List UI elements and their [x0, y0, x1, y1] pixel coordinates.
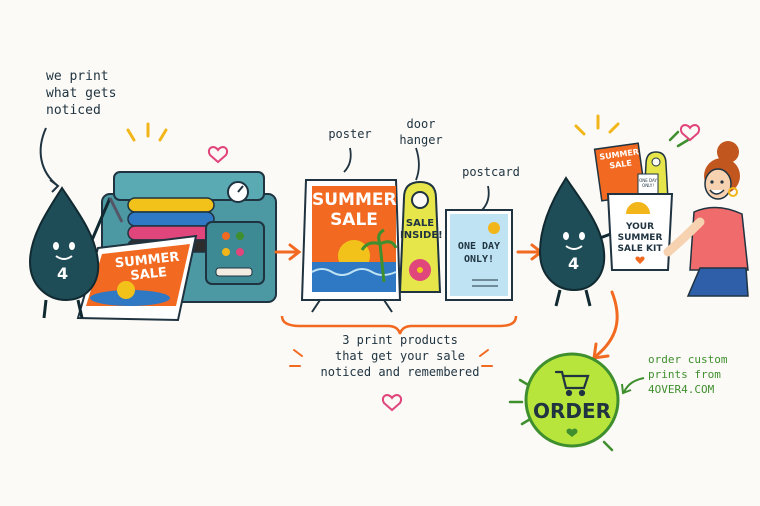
order-note: order custom prints from 4OVER4.COM	[648, 353, 728, 396]
mascot-drop-left	[28, 186, 124, 319]
postcard-label: postcard	[462, 165, 520, 179]
palm-icon	[360, 228, 398, 283]
flow-arrow	[516, 243, 544, 261]
cart-icon	[554, 370, 590, 397]
postcard-product	[445, 209, 513, 301]
kit-mini-card-text: ONE DAY ONLY!	[639, 178, 657, 188]
intro-text: we print what gets noticed	[46, 69, 117, 118]
heart-icon	[680, 124, 700, 142]
mascot-badge: 4	[568, 254, 580, 273]
poster-text: SUMMER SALE	[312, 190, 397, 230]
heart-icon	[382, 394, 402, 412]
order-button-label[interactable]: ORDER	[532, 399, 612, 423]
poster-label: poster	[328, 127, 372, 141]
hibiscus-icon	[409, 259, 431, 281]
flow-arrow	[274, 243, 302, 261]
caption-marks	[289, 349, 493, 367]
mascot-badge: 4	[57, 264, 69, 283]
kit-bag-text: YOUR SUMMER SALE KIT	[617, 222, 663, 254]
intro-arrow	[39, 127, 59, 187]
caption-text: 3 print products that get your sale noti…	[320, 333, 480, 379]
poster-product	[300, 179, 402, 313]
doorhanger-product	[398, 180, 442, 293]
heart-icon	[566, 428, 578, 437]
note-arrow	[623, 377, 645, 393]
flow-arrow	[594, 290, 619, 358]
postcard-text: ONE DAY ONLY!	[457, 241, 501, 265]
heart-icon	[208, 146, 228, 164]
customer-woman	[663, 141, 749, 297]
doorhanger-text: SALE INSIDE!	[400, 218, 443, 241]
printed-sheet	[76, 234, 198, 322]
doorhanger-label: door hanger	[399, 117, 443, 147]
mascot-drop-right	[538, 176, 617, 307]
spark-marks	[126, 114, 620, 142]
order-button-circle[interactable]	[524, 352, 620, 448]
grouping-brace	[280, 315, 518, 335]
heart-icon	[635, 256, 645, 264]
kit-bag	[593, 142, 674, 271]
sun-icon	[488, 222, 500, 234]
